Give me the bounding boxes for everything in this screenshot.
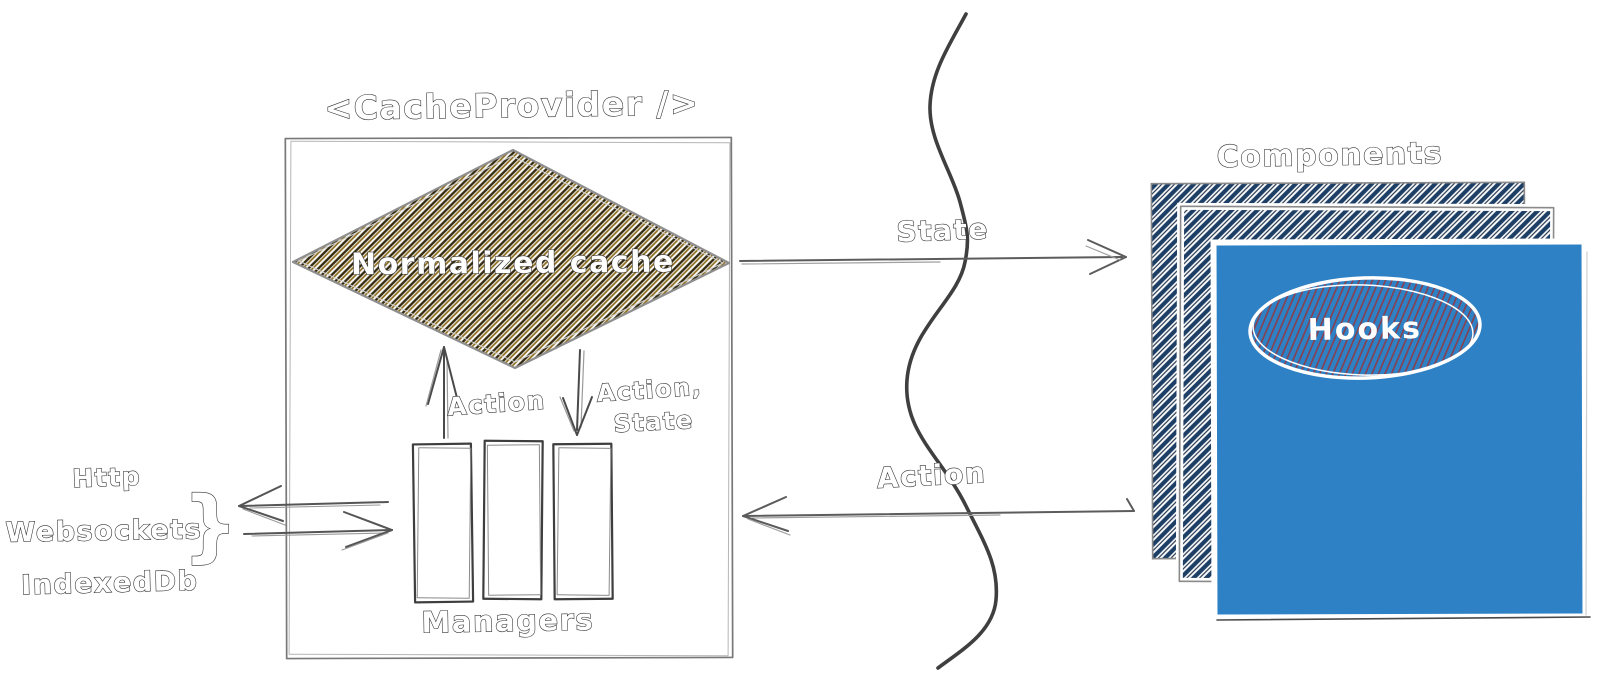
action-state-down-arrow <box>559 349 593 436</box>
indexeddb-label: IndexedDb <box>21 566 199 602</box>
managers-label: Managers <box>421 602 594 639</box>
normalized-cache-diamond: Normalized cache <box>291 148 731 370</box>
websockets-label: Websockets <box>5 514 202 548</box>
components-title: Components <box>1216 136 1443 175</box>
action-flow-label: Action <box>876 456 987 495</box>
action-up-arrow <box>425 346 458 439</box>
component-card-front: Hooks <box>1210 238 1591 621</box>
state-flow-arrow <box>739 239 1127 275</box>
action-state-label-line1: Action, <box>596 372 703 407</box>
sources-brace: } <box>182 481 239 571</box>
cache-provider-title: <CacheProvider /> <box>324 83 699 127</box>
action-state-label-line2: State <box>613 406 695 438</box>
sources-out-arrow <box>238 485 389 526</box>
manager-boxes <box>411 439 614 604</box>
cache-provider-group: <CacheProvider /> Normalized cache Actio… <box>284 83 734 660</box>
hooks-label: Hooks <box>1307 311 1422 348</box>
action-flow-arrow <box>742 496 1135 536</box>
boundary-wavy-line <box>904 12 999 670</box>
action-up-label: Action <box>446 386 546 422</box>
normalized-cache-label: Normalized cache <box>351 245 675 283</box>
sources-in-arrow <box>243 511 393 551</box>
state-flow-label: State <box>896 212 989 248</box>
components-group: Components Hooks <box>1150 135 1591 621</box>
hooks-ellipse: Hooks <box>1248 276 1482 380</box>
cache-provider-box <box>284 136 734 660</box>
data-sources-group: Http Websockets } IndexedDb <box>5 461 393 602</box>
http-label: Http <box>72 462 142 493</box>
